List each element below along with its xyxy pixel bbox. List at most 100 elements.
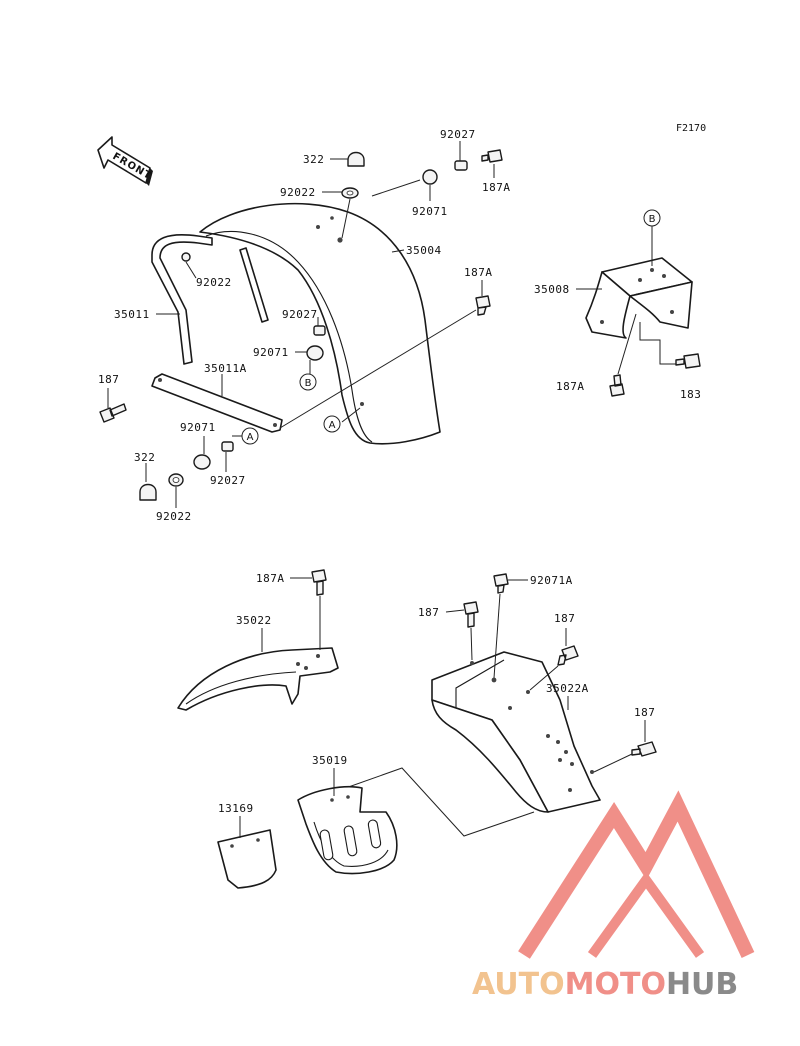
plate-hole-1 (230, 844, 234, 848)
label-92022-top: 92022 (280, 186, 316, 199)
acorn-nut-top (347, 151, 365, 167)
bolt-183 (675, 353, 701, 369)
label-35022A: 35022A (546, 682, 589, 695)
label-92071-mid: 92071 (253, 346, 289, 359)
label-187A-front: 187A (256, 572, 285, 585)
label-13169: 13169 (218, 802, 254, 815)
rear-fender-hole-4 (360, 402, 364, 406)
watermark-text: AUTOMOTOHUB (472, 967, 738, 1002)
bracket-hole-2 (650, 268, 654, 272)
bracket-hole-4 (600, 320, 604, 324)
marker-b-bracket: B (643, 209, 661, 227)
front-fender-small-edge (185, 671, 297, 705)
part-labels: 322 92022 92027 187A 92071 35004 187A 92… (98, 128, 701, 815)
rear-fender-hole-1 (337, 237, 343, 243)
ff-hole-8 (558, 758, 562, 762)
rear-fender-outer (199, 202, 441, 445)
label-187-b: 187 (554, 612, 575, 625)
figure-code: F2170 (676, 123, 706, 134)
label-35004: 35004 (406, 244, 442, 257)
ff-hole-7 (564, 750, 568, 754)
bracket-left-leg (585, 271, 631, 339)
bracket-hole-1 (638, 278, 642, 282)
rear-fender-hole-2 (316, 225, 320, 229)
marker-a-fender: A (323, 415, 341, 433)
front-fender-small-hole-1 (296, 662, 300, 666)
watermark-triangle (518, 790, 755, 959)
label-92027-mid: 92027 (282, 308, 318, 321)
fender-stay-bar (151, 234, 213, 365)
front-fender-small-hole-3 (304, 666, 308, 670)
bracket-hole-5 (670, 310, 674, 314)
leader-35004 (391, 249, 405, 253)
front-fender-large-side (431, 699, 549, 813)
grommet-low (193, 454, 211, 470)
mud-flap-35019 (297, 768, 398, 875)
leader-92071A-down (493, 593, 501, 679)
front-arrow-shadow (146, 168, 153, 186)
label-187-c: 187 (634, 706, 655, 719)
leader-187-a-down (470, 627, 473, 661)
label-322-top: 322 (303, 153, 324, 166)
rear-fender-hole-3 (330, 216, 334, 220)
label-92071-top: 92071 (412, 205, 448, 218)
stay-bar-body (151, 373, 283, 433)
rear-fender (199, 202, 441, 445)
ff-hole-10 (590, 770, 594, 774)
ff-hole-3 (526, 690, 530, 694)
svg-text:A: A (329, 420, 336, 431)
mud-flap-slot-1 (319, 829, 334, 861)
label-35022: 35022 (236, 614, 272, 627)
plate-body (217, 829, 277, 889)
front-fender-small-body (177, 647, 339, 711)
leader-187-c-in (593, 753, 633, 773)
leader-187-a (445, 609, 465, 613)
front-fender-large-edge (455, 659, 505, 708)
label-35011: 35011 (114, 308, 150, 321)
label-187-left: 187 (98, 373, 119, 386)
svg-text:A: A (247, 432, 254, 443)
stay-bar-hole-2 (273, 423, 277, 427)
bolt-mid (475, 295, 491, 316)
bracket-hole-3 (662, 274, 666, 278)
mud-flap-slot-3 (367, 819, 382, 849)
label-92071-low: 92071 (180, 421, 216, 434)
label-35011A: 35011A (204, 362, 247, 375)
rear-fender-inner (205, 231, 373, 443)
washer-low-hole (172, 477, 180, 483)
front-arrow: FRONT (97, 136, 153, 186)
stay-bar-35011a (151, 373, 283, 433)
grommet-mid (306, 345, 324, 361)
label-322-low: 322 (134, 451, 155, 464)
label-92022-stay: 92022 (196, 276, 232, 289)
label-187A-bracket: 187A (556, 380, 585, 393)
fender-stay-strut (239, 247, 269, 323)
mud-flap-hole-2 (346, 795, 350, 799)
bolt-left (99, 403, 127, 423)
hardware-top (99, 149, 503, 501)
plate-13169 (217, 816, 277, 889)
bolt-bracket (609, 374, 625, 397)
stay-bar-hole-1 (158, 378, 162, 382)
front-fender-small (177, 569, 339, 711)
collar-top (454, 160, 468, 171)
label-187A-mid: 187A (464, 266, 493, 279)
marker-b-mid: B (299, 373, 317, 391)
leader-183 (639, 322, 680, 365)
label-35008: 35008 (534, 283, 570, 296)
svg-text:B: B (305, 378, 312, 389)
label-187-a: 187 (418, 606, 439, 619)
watermark-triangle-inner (587, 871, 705, 958)
label-92027-low: 92027 (210, 474, 246, 487)
mud-flap-hole-1 (330, 798, 334, 802)
label-35019: 35019 (312, 754, 348, 767)
plate-hole-2 (256, 838, 260, 842)
ff-hole-2 (491, 677, 497, 683)
bracket-35008 (576, 226, 701, 397)
label-183: 183 (680, 388, 701, 401)
leader-washer-fender (341, 198, 351, 239)
bolt-187-c (631, 741, 657, 757)
leader-35019-assembly (339, 767, 535, 837)
front-fender-small-hole-2 (316, 654, 320, 658)
